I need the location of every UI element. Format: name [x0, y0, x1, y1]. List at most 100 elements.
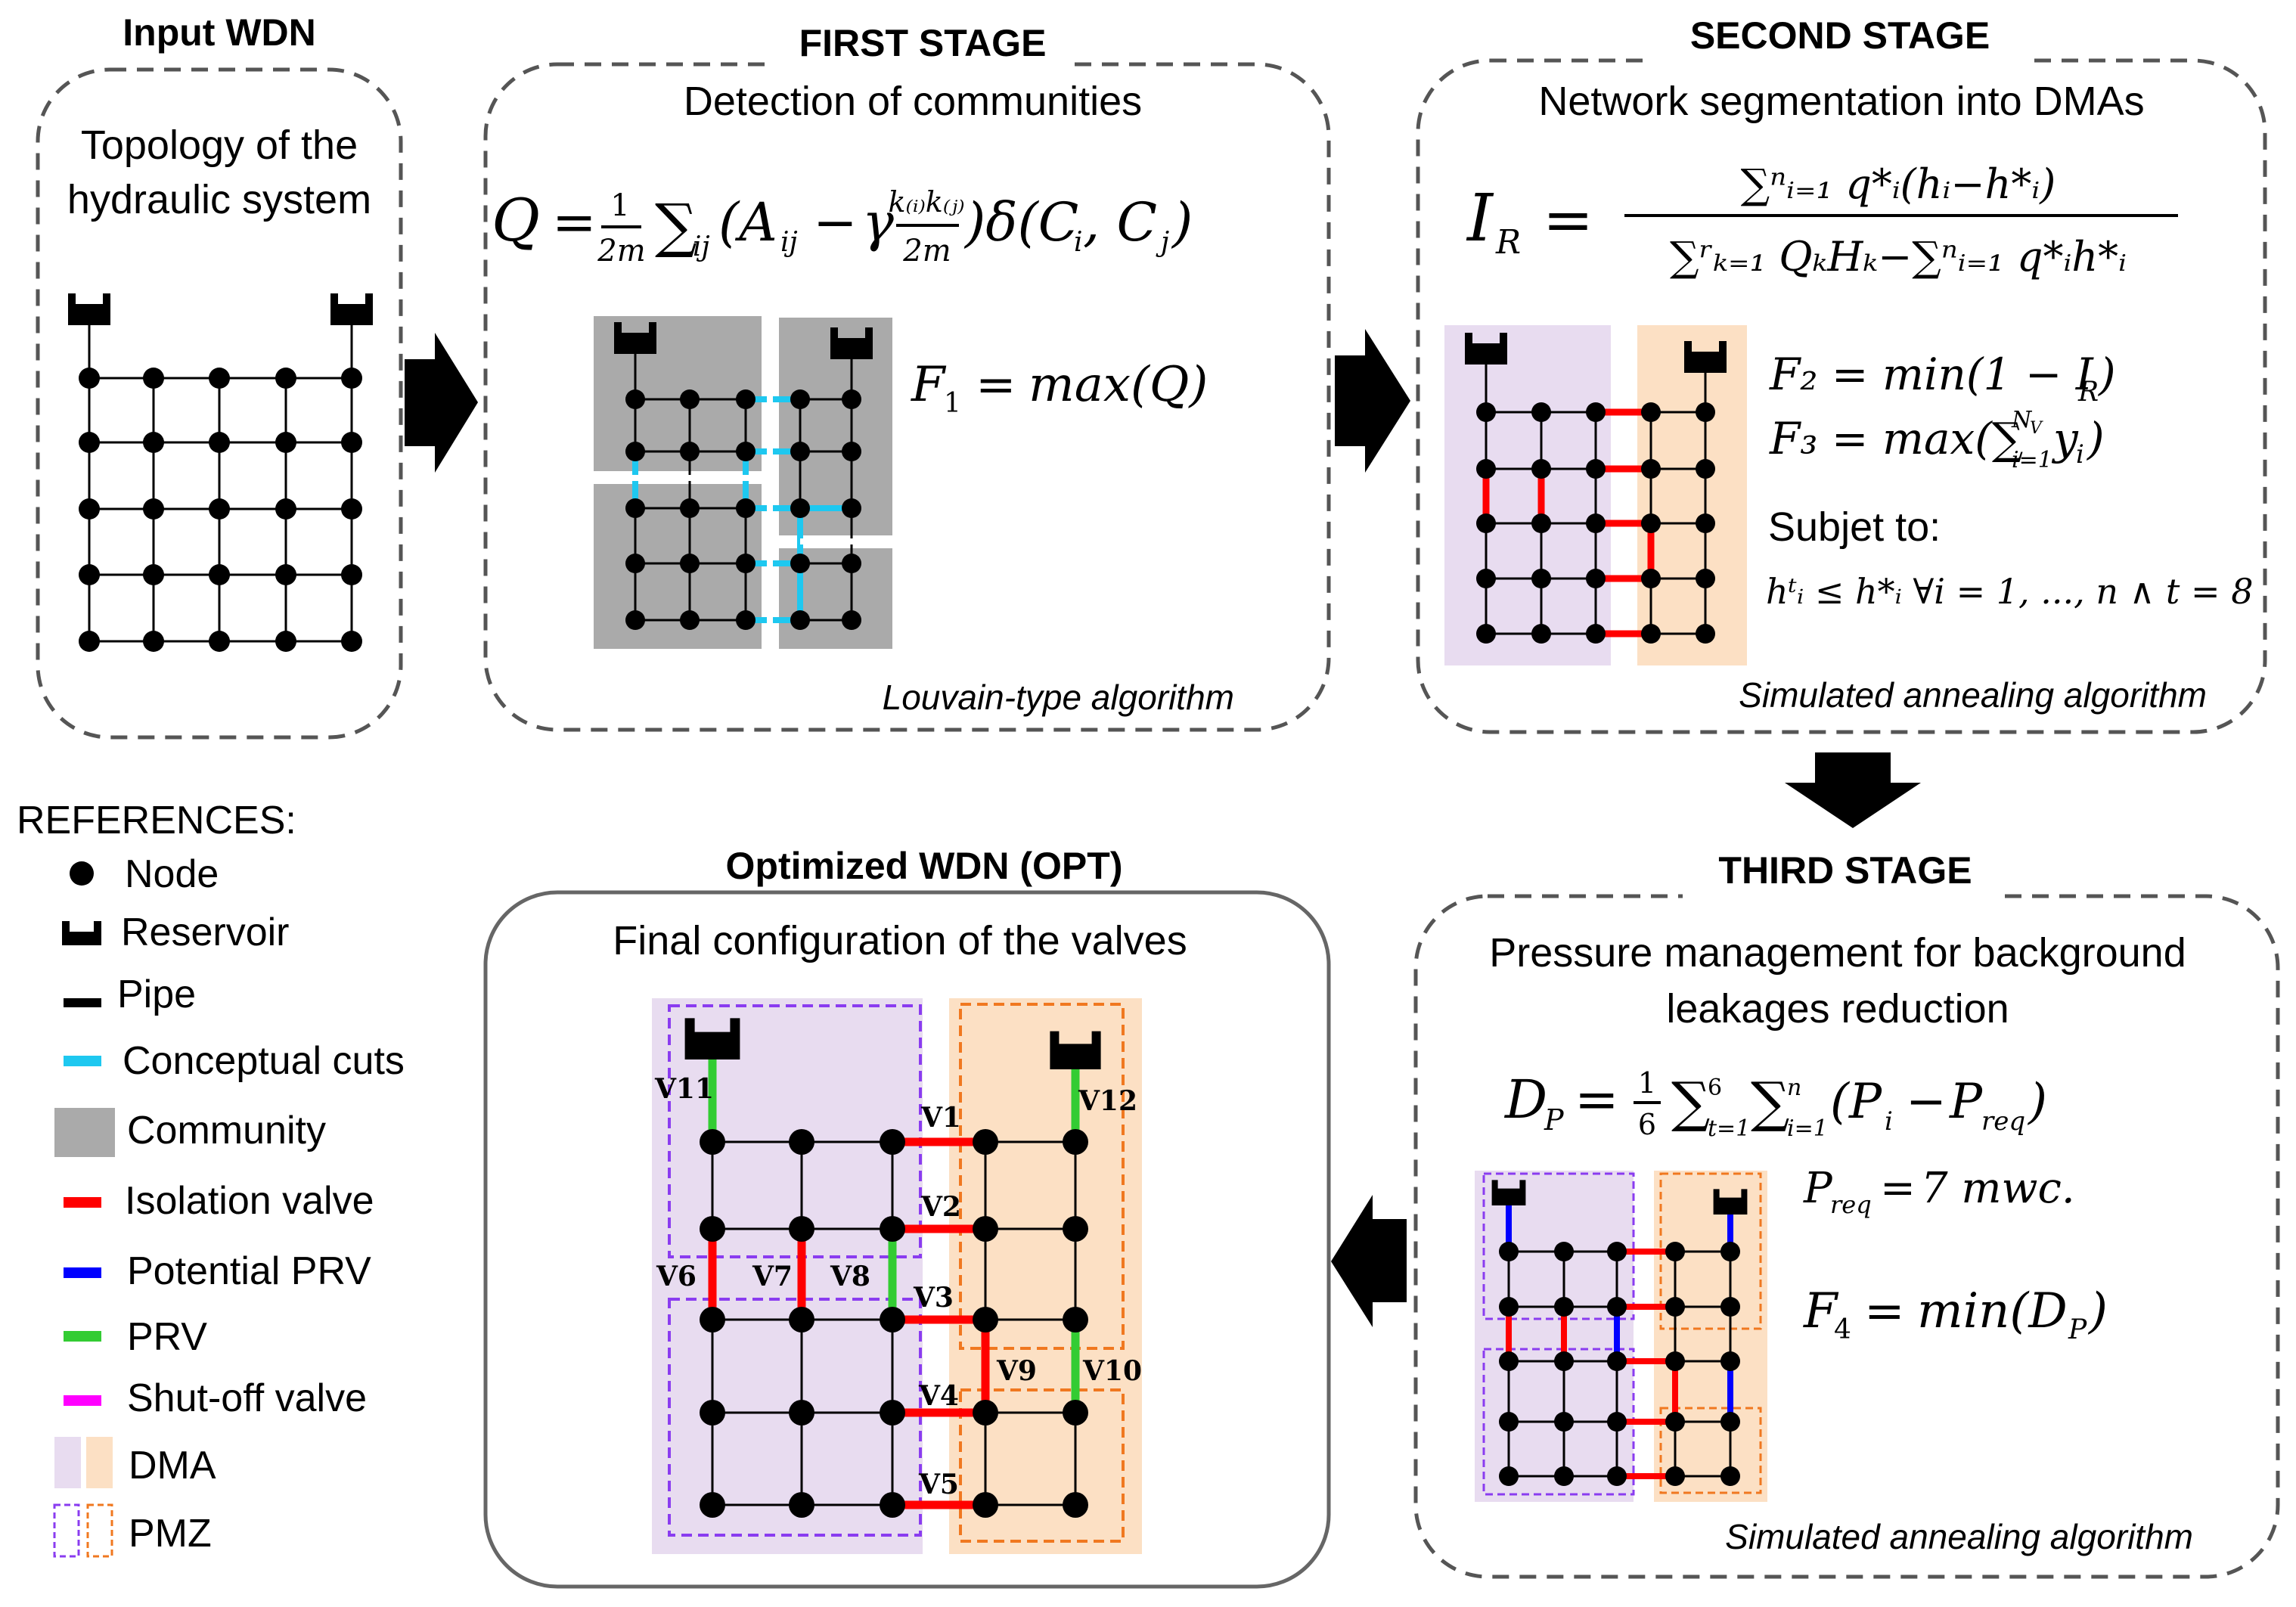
legend-shutoff-valve: Shut-off valve [127, 1376, 367, 1420]
legend-pipe: Pipe [117, 973, 196, 1016]
svg-text:req: req [1981, 1106, 2025, 1137]
third-stage-algorithm: Simulated annealing algorithm [1725, 1517, 2193, 1556]
arrow-right-2 [1335, 329, 1410, 473]
svg-text:=: = [1543, 185, 1593, 255]
reservoir-icon [1465, 333, 1507, 365]
f2-f3-formulas: F₂ = min(1 − I R ) F₃ = max(∑ N V i=1 y … [1769, 349, 2116, 473]
node [1531, 624, 1551, 644]
node [79, 432, 100, 453]
node [1554, 1242, 1574, 1261]
node [842, 554, 861, 573]
community-block [594, 484, 762, 649]
svg-text:N: N [2011, 407, 2033, 433]
node [275, 564, 296, 585]
dma-orange [949, 998, 1142, 1554]
node [789, 1400, 814, 1426]
node [1607, 1466, 1627, 1486]
opt-subtitle: Final configuration of the valves [613, 918, 1187, 963]
first-stage-title: FIRST STAGE [799, 22, 1047, 64]
node [143, 564, 164, 585]
valve-label-v2: V2 [920, 1191, 961, 1223]
valve-label-v4: V4 [918, 1380, 959, 1412]
svg-text:F₃ = max(∑: F₃ = max(∑ [1769, 413, 2023, 464]
node [736, 610, 756, 630]
svg-text:P: P [1949, 1074, 1983, 1130]
node [1641, 513, 1661, 533]
node [1607, 1297, 1627, 1317]
svg-text:7 mwc.: 7 mwc. [1921, 1164, 2075, 1213]
svg-text:i: i [1885, 1106, 1893, 1137]
legend-prv: PRV [127, 1315, 207, 1359]
svg-text:=: = [1880, 1164, 1916, 1213]
node [680, 554, 700, 573]
node [143, 498, 164, 520]
node [1554, 1466, 1574, 1486]
legend-isolation-valve: Isolation valve [125, 1179, 374, 1223]
svg-text:1: 1 [610, 188, 629, 223]
node [79, 564, 100, 585]
svg-text:max(Q): max(Q) [1029, 357, 1208, 413]
second-stage-network [1444, 325, 1747, 665]
input-line1: Topology of the [81, 123, 358, 168]
node [1499, 1297, 1519, 1317]
node [789, 1307, 814, 1332]
svg-text:∑: ∑ [655, 192, 697, 260]
node [790, 442, 810, 461]
node [1696, 402, 1715, 422]
svg-text:): ) [2087, 1283, 2108, 1339]
valve-label-v9: V9 [996, 1355, 1037, 1387]
svg-text:P: P [1544, 1103, 1565, 1137]
valve-label-v8: V8 [830, 1261, 870, 1292]
svg-text:): ) [2086, 413, 2105, 464]
node [1641, 624, 1661, 644]
pmz-boundary [668, 1004, 922, 1258]
node [1476, 459, 1496, 479]
svg-text:min(D: min(D [1917, 1283, 2068, 1339]
node [1554, 1412, 1574, 1432]
f4-formula: F 4 = min(D P ) [1803, 1283, 2108, 1345]
second-stage-algorithm: Simulated annealing algorithm [1739, 675, 2207, 715]
svg-text:Q: Q [492, 187, 540, 255]
node [842, 442, 861, 461]
svg-text:∑ⁿᵢ₌₁ q*ᵢ(hᵢ−h*ᵢ): ∑ⁿᵢ₌₁ q*ᵢ(hᵢ−h*ᵢ) [1741, 160, 2056, 208]
valve-label-v11: V11 [654, 1073, 714, 1105]
svg-text:V: V [2030, 419, 2043, 438]
legend-community: Community [127, 1109, 326, 1153]
node [790, 554, 810, 573]
svg-text:−: − [1906, 1074, 1947, 1130]
svg-text:P: P [2068, 1314, 2087, 1345]
node [1586, 624, 1606, 644]
svg-text:i: i [2076, 439, 2084, 470]
node [880, 1129, 905, 1155]
modularity-formula: Q = 1 2m ∑ ij (A ij − γ k₍ᵢ₎k₍ⱼ₎ 2m )δ(C… [492, 185, 1193, 268]
node [790, 610, 810, 630]
resilience-formula: I R = ∑ⁿᵢ₌₁ q*ᵢ(hᵢ−h*ᵢ) ∑ʳₖ₌₁ QₖHₖ−∑ⁿᵢ₌₁… [1466, 160, 2178, 281]
node [275, 631, 296, 652]
node [1499, 1466, 1519, 1486]
svg-text:): ) [1171, 191, 1193, 253]
node [973, 1492, 998, 1518]
input-panel-frame [36, 67, 403, 740]
node [79, 368, 100, 389]
svg-text:i=1: i=1 [2012, 447, 2052, 473]
svg-text:R: R [1495, 223, 1521, 262]
node [700, 1492, 725, 1518]
svg-text:i: i [1074, 227, 1083, 258]
legend-community-icon [54, 1108, 115, 1157]
reservoir-icon [330, 293, 373, 325]
svg-text:n: n [1787, 1075, 1801, 1101]
node [790, 498, 810, 518]
legend-reservoir-icon [62, 921, 101, 945]
node [736, 554, 756, 573]
node [209, 432, 230, 453]
second-stage-frame [1416, 58, 2267, 734]
node [209, 498, 230, 520]
node [736, 389, 756, 409]
valve-label-v5: V5 [918, 1469, 959, 1500]
node [700, 1129, 725, 1155]
node [209, 631, 230, 652]
third-stage-subtitle-2: leakages reduction [1666, 986, 2009, 1032]
node [700, 1216, 725, 1242]
dma-purple [1475, 1171, 1634, 1502]
node [341, 498, 362, 520]
